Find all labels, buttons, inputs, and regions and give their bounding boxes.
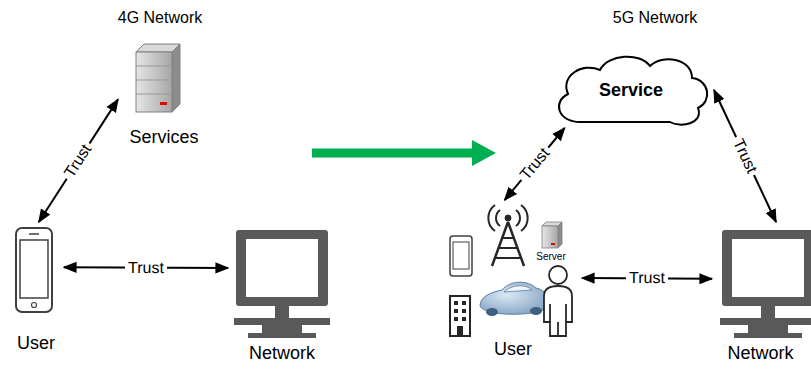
cell-tower-icon	[488, 205, 527, 266]
person-icon	[557, 322, 559, 336]
computer-icon	[761, 306, 775, 318]
server-icon	[136, 94, 172, 95]
cloud-node: Service	[548, 52, 714, 128]
phone-icon	[20, 240, 48, 298]
building-icon	[450, 296, 470, 336]
node-label: Services	[129, 127, 198, 148]
computer-icon	[234, 318, 330, 325]
car-icon	[530, 307, 542, 315]
cell-tower-icon	[492, 222, 508, 266]
building-icon	[454, 317, 458, 321]
transition-arrow	[472, 140, 496, 166]
car-icon	[486, 308, 498, 316]
building-icon	[462, 301, 466, 305]
person-icon	[549, 266, 567, 284]
node-label: User	[17, 333, 55, 354]
network-node: Network	[712, 222, 809, 364]
building-icon	[454, 301, 458, 305]
server-icon	[136, 44, 180, 112]
trust-connector	[714, 90, 776, 222]
edge-label: Trust	[514, 142, 555, 186]
transition-arrow	[312, 140, 496, 166]
building-icon	[462, 317, 466, 321]
computer-icon	[234, 230, 330, 338]
computer-icon	[246, 239, 318, 297]
node-label: Network	[249, 343, 315, 364]
cell-tower-icon	[508, 222, 524, 266]
car-icon	[504, 286, 532, 292]
person-icon	[544, 266, 572, 336]
server-icon	[172, 44, 180, 112]
server-icon	[136, 66, 172, 67]
cloud-outline	[559, 57, 707, 125]
server-node: Services	[118, 40, 210, 148]
computer-icon	[734, 333, 802, 338]
network-node: Network	[228, 222, 336, 364]
building-icon	[450, 296, 470, 336]
cell-tower-icon	[521, 205, 528, 231]
computer-icon	[275, 306, 289, 318]
cell-tower-icon	[498, 247, 518, 249]
cell-tower-icon	[516, 210, 520, 226]
trust-connector	[39, 99, 118, 222]
building-icon	[457, 326, 463, 336]
computer-icon	[248, 333, 316, 338]
node-label: User	[494, 339, 532, 360]
cell-tower-icon	[505, 215, 511, 221]
server-icon	[558, 222, 562, 248]
user-group-node: User	[444, 200, 582, 360]
network-title: 5G Network	[613, 9, 697, 27]
server-icon	[136, 80, 172, 81]
server-icon	[160, 102, 167, 105]
person-icon	[549, 304, 551, 322]
transition-arrow	[312, 149, 474, 158]
node-label: Service	[599, 80, 663, 101]
phone-icon	[450, 236, 472, 276]
computer-icon	[236, 230, 328, 306]
computer-icon	[720, 230, 811, 338]
server-icon	[136, 52, 172, 112]
cell-tower-icon	[495, 257, 521, 259]
network-title: 4G Network	[118, 9, 202, 27]
computer-icon	[720, 318, 811, 325]
person-icon	[544, 286, 572, 336]
phone-icon	[16, 228, 52, 312]
car-icon	[480, 282, 549, 316]
server-icon	[542, 222, 562, 248]
edge-label: Trust	[728, 133, 762, 179]
trust-connector	[505, 128, 565, 200]
node-label: Network	[727, 343, 793, 364]
person-icon	[565, 304, 567, 322]
edge-label: Trust	[626, 269, 668, 287]
icon-caption: Server	[536, 251, 565, 262]
computer-icon	[722, 230, 811, 306]
cell-tower-icon	[488, 205, 495, 231]
phone-icon	[453, 242, 469, 269]
server-icon	[551, 243, 555, 245]
server-icon	[542, 226, 558, 248]
phone-icon	[450, 236, 472, 276]
computer-icon	[732, 239, 804, 297]
cell-tower-icon	[502, 237, 514, 239]
building-icon	[454, 309, 458, 313]
phone-icon	[16, 228, 52, 312]
edge-label: Trust	[125, 259, 167, 277]
user-node: User	[8, 222, 64, 354]
edge-label: Trust	[59, 138, 97, 183]
phone-icon	[29, 233, 39, 235]
building-icon	[462, 309, 466, 313]
phone-icon	[32, 303, 37, 308]
cell-tower-icon	[496, 210, 500, 226]
